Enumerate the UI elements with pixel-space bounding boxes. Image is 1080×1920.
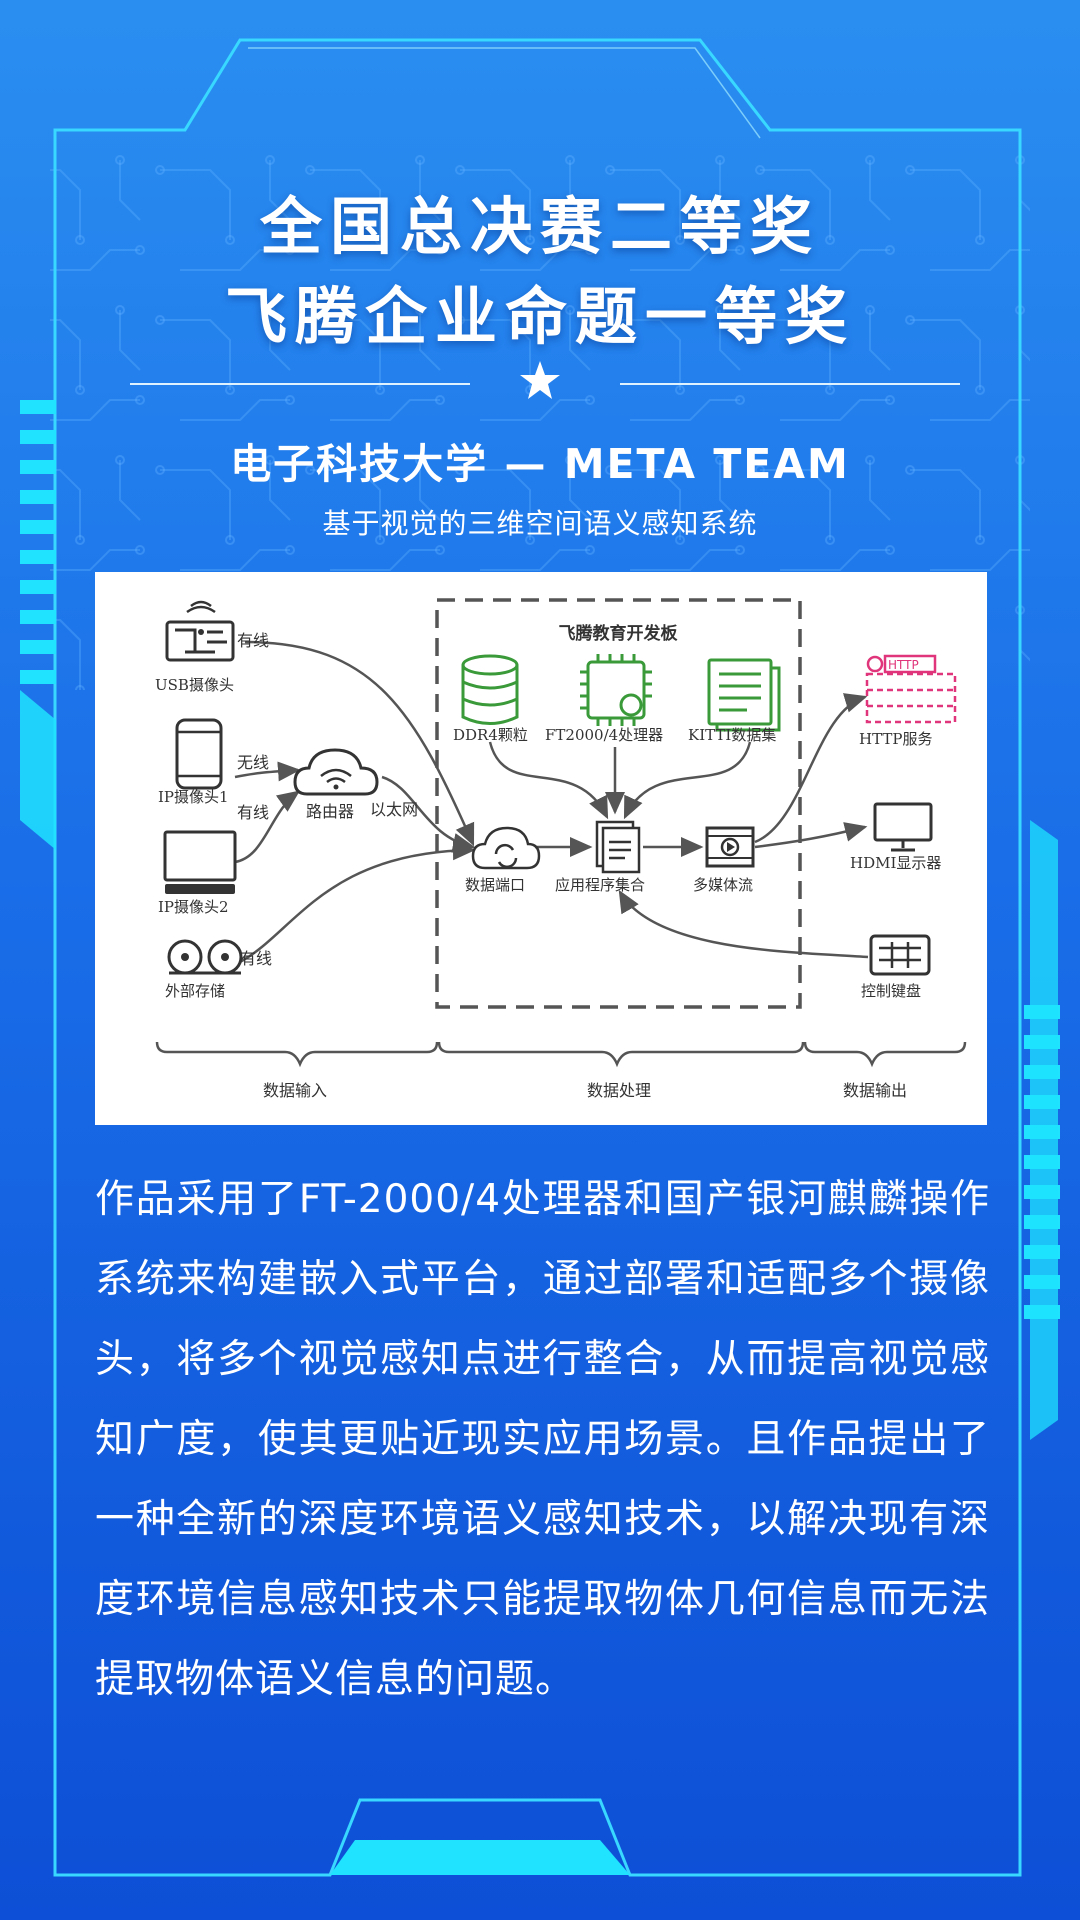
section-input-label: 数据输入	[263, 1081, 327, 1100]
board-title: 飞腾教育开发板	[559, 623, 679, 644]
edge-ip2-to-router	[234, 790, 301, 864]
edge-ddr4-to-app	[488, 741, 609, 820]
processor-label: FT2000/4处理器	[545, 726, 663, 744]
video-icon	[705, 826, 755, 868]
divider-left	[130, 383, 470, 385]
brace-input	[155, 1041, 439, 1068]
edge-kitti-to-app	[623, 741, 752, 820]
monitor-icon	[163, 830, 237, 894]
edge-label-wired-ip2: 有线	[237, 803, 269, 822]
brace-processing	[437, 1041, 805, 1068]
edge-usb-to-port	[244, 640, 475, 847]
media-stream-label: 多媒体流	[693, 876, 753, 894]
external-storage-label: 外部存储	[165, 982, 225, 1000]
usb-camera-icon	[165, 600, 235, 662]
control-keyboard-label: 控制键盘	[861, 982, 921, 1000]
cloud-sync-icon	[471, 826, 541, 870]
section-output-label: 数据输出	[843, 1081, 907, 1100]
file-stack-icon	[595, 820, 641, 874]
divider-right	[620, 383, 960, 385]
award-title-phytium: 飞腾企业命题一等奖	[224, 280, 855, 353]
chip-icon	[580, 654, 652, 726]
ddr4-label: DDR4颗粒	[453, 726, 528, 744]
smartphone-icon	[175, 718, 223, 790]
hdmi-display-label: HDMI显示器	[850, 854, 941, 872]
ip-camera-2-label: IP摄像头2	[158, 898, 229, 916]
router-label: 路由器	[306, 802, 354, 821]
award-title-national: 全国总决赛二等奖	[259, 190, 820, 263]
edge-ip1-to-router	[234, 761, 301, 782]
http-server-icon: HTTP	[865, 654, 957, 724]
http-service-label: HTTP服务	[859, 730, 932, 748]
section-processing-label: 数据处理	[587, 1081, 651, 1100]
project-description: 作品采用了FT-2000/4处理器和国产银河麒麟操作系统来构建嵌入式平台，通过部…	[95, 1177, 990, 1702]
http-badge: HTTP	[888, 658, 919, 672]
edge-label-wired-storage: 有线	[240, 949, 272, 968]
team-name: 电子科技大学 — META TEAM	[230, 440, 850, 488]
data-port-label: 数据端口	[465, 876, 525, 894]
usb-camera-label: USB摄像头	[155, 676, 234, 694]
wifi-router-icon	[293, 748, 379, 796]
project-title: 基于视觉的三维空间语义感知系统	[322, 507, 758, 540]
dev-board-boundary	[435, 598, 802, 1009]
edge-label-wireless: 无线	[237, 753, 269, 772]
edge-keyboard-to-app	[618, 889, 869, 959]
edge-storage-to-port	[239, 840, 476, 964]
document-list-icon	[707, 658, 781, 732]
keyboard-icon	[869, 934, 931, 976]
brace-output	[803, 1041, 967, 1068]
star-icon	[520, 361, 560, 399]
edge-label-ethernet: 以太网	[370, 800, 418, 819]
ip-camera-1-label: IP摄像头1	[158, 788, 229, 806]
edge-media-to-http	[754, 693, 868, 844]
edge-media-to-hdmi	[754, 822, 868, 849]
app-set-label: 应用程序集合	[555, 876, 645, 894]
edge-label-wired-usb: 有线	[237, 631, 269, 650]
system-architecture-diagram: 飞腾教育开发板 有线 无线 有线 有线 以太网	[95, 572, 987, 1125]
kitti-label: KITTI数据集	[688, 726, 776, 744]
database-icon	[461, 654, 519, 725]
display-icon	[873, 802, 933, 852]
film-reel-icon	[167, 939, 243, 975]
